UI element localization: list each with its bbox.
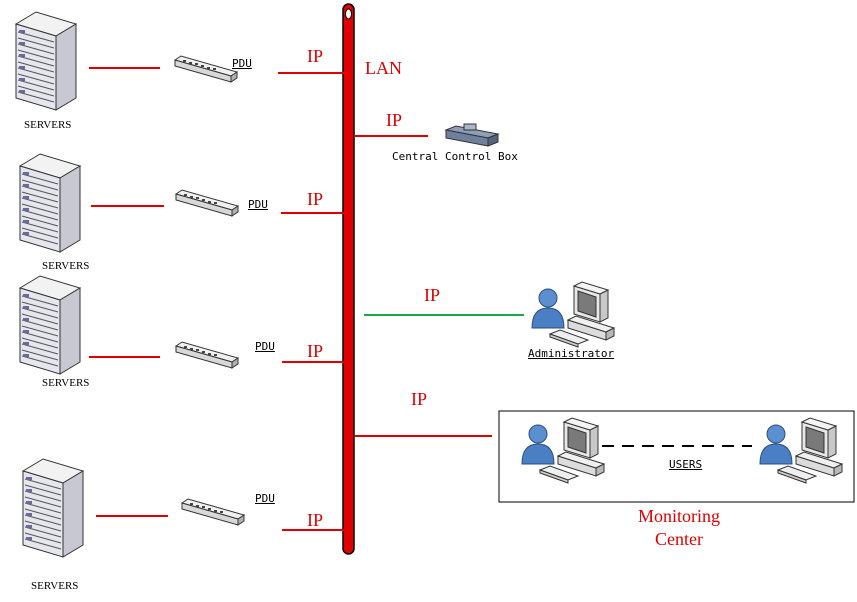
ip-label: IP: [307, 189, 324, 209]
pdu-strip-icon: [174, 55, 238, 83]
ip-label: IP: [307, 46, 324, 66]
workstation-user-icon: [531, 281, 615, 348]
monitoring-center-title: Monitoring Center: [619, 505, 739, 551]
pdu-label: PDU: [248, 198, 268, 211]
pdu-strip-icon: [175, 189, 239, 217]
control-box-icon: [444, 123, 500, 147]
monitoring-center-title-line2: Center: [655, 529, 703, 549]
monitoring-center-box: [498, 410, 855, 503]
server-rack-icon: [19, 275, 81, 375]
ip-label: IP: [386, 110, 403, 130]
administrator-label: Administrator: [528, 347, 615, 360]
workstation-user-icon: [521, 417, 605, 484]
server-rack-icon: [22, 458, 84, 558]
servers-label: SERVERS: [31, 580, 79, 592]
ip-label: IP: [424, 285, 441, 305]
pdu-label: PDU: [255, 492, 275, 505]
lan-label: LAN: [365, 58, 402, 78]
servers-label: SERVERS: [42, 260, 90, 272]
lan-bus: [342, 3, 355, 555]
users-label: USERS: [669, 458, 703, 471]
servers-label: SERVERS: [24, 119, 72, 131]
server-rack-icon: [15, 11, 77, 111]
control-box-label: Central Control Box: [392, 150, 518, 163]
monitoring-center-title-line1: Monitoring: [637, 506, 720, 526]
workstation-user-icon: [759, 417, 843, 484]
lan-bus-top-cap: [345, 8, 352, 20]
pdu-label: PDU: [232, 57, 252, 70]
ip-label: IP: [307, 510, 324, 530]
pdu-strip-icon: [181, 498, 245, 526]
pdu-strip-icon: [175, 341, 239, 369]
ip-label: IP: [307, 341, 324, 361]
ip-label: IP: [411, 389, 428, 409]
pdu-label: PDU: [255, 340, 275, 353]
server-rack-icon: [19, 153, 81, 253]
servers-label: SERVERS: [42, 377, 90, 389]
